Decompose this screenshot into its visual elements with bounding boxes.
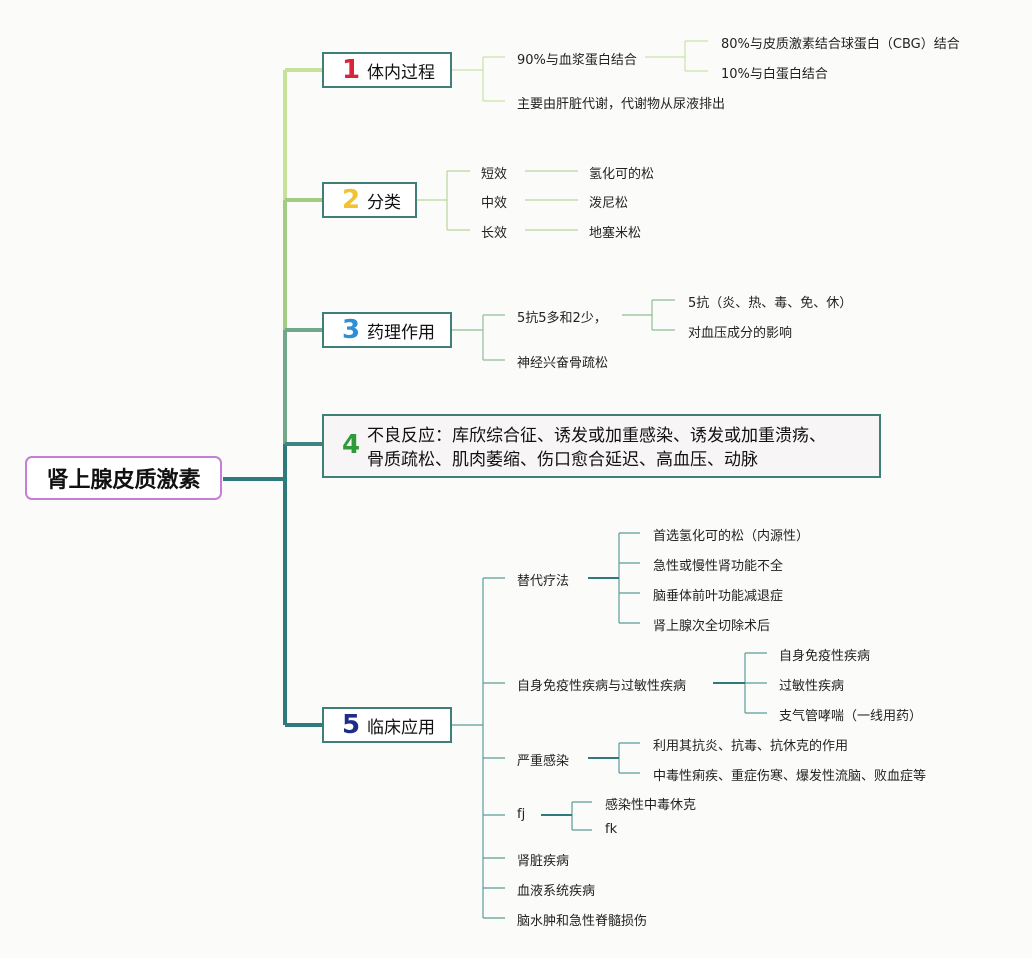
topic-prednisone[interactable]: 泼尼松 — [589, 196, 629, 211]
category-number: 5 — [342, 710, 361, 740]
topic-severe-infection[interactable]: 严重感染 — [517, 754, 570, 769]
topic-replacement-therapy[interactable]: 替代疗法 — [517, 574, 570, 589]
topic-short-acting[interactable]: 短效 — [481, 167, 508, 182]
topic-blood-components[interactable]: 对血压成分的影响 — [688, 326, 793, 341]
topic-liver-metabolism[interactable]: 主要由肝脏代谢，代谢物从尿液排出 — [517, 97, 726, 112]
category-3[interactable]: 3 药理作用 — [322, 312, 452, 348]
topic-asthma[interactable]: 支气管哮喘（一线用药） — [779, 709, 923, 724]
topic-five-anti[interactable]: 5抗5多和2少， — [517, 311, 607, 326]
category-5[interactable]: 5 临床应用 — [322, 707, 452, 743]
topic-anti-effects[interactable]: 利用其抗炎、抗毒、抗休克的作用 — [653, 739, 849, 754]
topic-pituitary[interactable]: 脑垂体前叶功能减退症 — [653, 589, 784, 604]
topic-kidney-disease[interactable]: 肾脏疾病 — [517, 854, 570, 869]
topic-long-acting[interactable]: 长效 — [481, 226, 508, 241]
topic-dexamethasone[interactable]: 地塞米松 — [589, 226, 642, 241]
topic-septic-shock[interactable]: 感染性中毒休克 — [605, 798, 697, 813]
topic-renal-insufficiency[interactable]: 急性或慢性肾功能不全 — [653, 559, 784, 574]
topic-allergic[interactable]: 过敏性疾病 — [779, 679, 845, 694]
topic-albumin-binding[interactable]: 10%与白蛋白结合 — [721, 67, 828, 82]
topic-blood-disease[interactable]: 血液系统疾病 — [517, 884, 596, 899]
topic-five-anti-detail[interactable]: 5抗（炎、热、毒、免、休） — [688, 296, 853, 311]
category-number: 3 — [342, 315, 361, 345]
category-number: 2 — [342, 185, 361, 215]
topic-adrenalectomy[interactable]: 肾上腺次全切除术后 — [653, 619, 771, 634]
category-4[interactable]: 4 不良反应：库欣综合征、诱发或加重感染、诱发或加重溃疡、 骨质疏松、肌肉萎缩、… — [322, 414, 881, 478]
topic-hydrocortisone[interactable]: 氢化可的松 — [589, 167, 655, 182]
topic-intermediate-acting[interactable]: 中效 — [481, 196, 508, 211]
topic-nerve-osteoporosis[interactable]: 神经兴奋骨疏松 — [517, 356, 609, 371]
category-1[interactable]: 1 体内过程 — [322, 52, 452, 88]
topic-autoimmune-allergic[interactable]: 自身免疫性疾病与过敏性疾病 — [517, 679, 687, 694]
topic-cbg-binding[interactable]: 80%与皮质激素结合球蛋白（CBG）结合 — [721, 37, 960, 52]
category-label: 体内过程 — [367, 62, 435, 83]
category-number: 4 — [342, 430, 361, 460]
topic-infection-list[interactable]: 中毒性痢疾、重症伤寒、爆发性流脑、败血症等 — [653, 769, 927, 784]
topic-autoimmune[interactable]: 自身免疫性疾病 — [779, 649, 871, 664]
topic-cerebral-edema[interactable]: 脑水肿和急性脊髓损伤 — [517, 914, 648, 929]
topic-fk[interactable]: fk — [605, 822, 618, 837]
category-label: 药理作用 — [367, 322, 435, 343]
topic-plasma-binding[interactable]: 90%与血浆蛋白结合 — [517, 53, 637, 68]
root-topic[interactable]: 肾上腺皮质激素 — [25, 456, 222, 500]
topic-first-choice[interactable]: 首选氢化可的松（内源性） — [653, 529, 810, 544]
category-2[interactable]: 2 分类 — [322, 182, 417, 218]
category-label: 临床应用 — [367, 717, 435, 738]
topic-fj[interactable]: fj — [517, 807, 526, 822]
category-number: 1 — [342, 55, 361, 85]
category-label: 分类 — [367, 192, 401, 213]
adverse-reactions-text: 不良反应：库欣综合征、诱发或加重感染、诱发或加重溃疡、 骨质疏松、肌肉萎缩、伤口… — [367, 426, 826, 470]
